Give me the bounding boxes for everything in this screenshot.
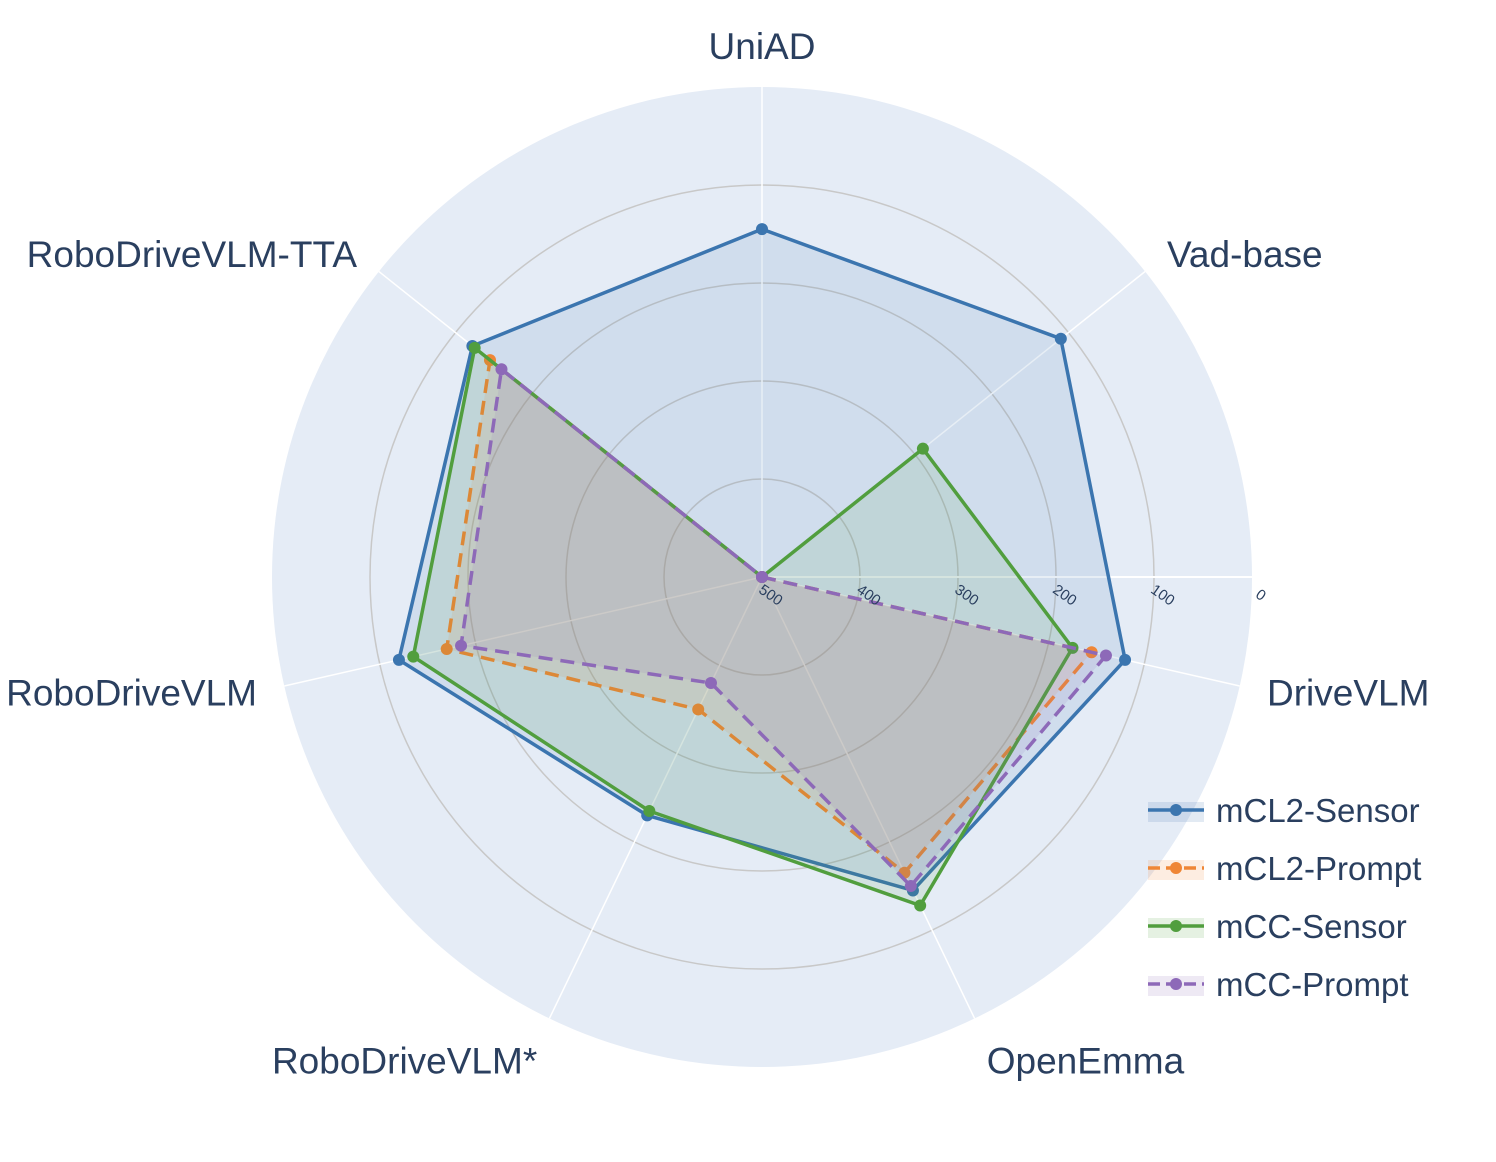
data-point — [1054, 332, 1067, 345]
data-point — [756, 571, 768, 583]
grid-spoke — [548, 576, 763, 1019]
data-point — [392, 653, 405, 666]
data-point — [407, 650, 420, 663]
legend-item[interactable]: mCC-Sensor — [1148, 908, 1407, 945]
data-point — [495, 363, 508, 376]
data-point — [1119, 653, 1132, 666]
category-label: RoboDriveVLM* — [272, 1041, 537, 1082]
data-point — [916, 442, 929, 455]
category-label: UniAD — [709, 26, 816, 67]
series-line — [397, 227, 1127, 893]
category-label: RoboDriveVLM — [6, 672, 257, 713]
legend-swatch-marker — [1170, 920, 1182, 932]
data-point — [643, 804, 656, 817]
category-label: RoboDriveVLM-TTA — [27, 234, 358, 275]
data-point — [1099, 649, 1112, 662]
category-label: DriveVLM — [1267, 672, 1429, 713]
data-point — [468, 341, 481, 354]
series-line — [411, 346, 1075, 908]
category-label: OpenEmma — [987, 1041, 1185, 1082]
legend-swatch-marker — [1170, 862, 1182, 874]
series-fill — [398, 229, 1126, 891]
data-point — [704, 676, 717, 689]
data-point — [440, 642, 453, 655]
legend-label: mCC-Prompt — [1216, 966, 1409, 1003]
category-label: Vad-base — [1167, 234, 1323, 275]
legend-swatch-marker — [1170, 978, 1182, 990]
legend-label: mCC-Sensor — [1216, 908, 1407, 945]
legend[interactable]: mCL2-Sensor mCL2-Prompt mCC-Sensor mCC-Prom… — [1148, 792, 1421, 1003]
legend-item[interactable]: mCC-Prompt — [1148, 966, 1409, 1003]
legend-swatch-marker — [1170, 804, 1182, 816]
data-point — [756, 223, 768, 236]
legend-label: mCL2-Prompt — [1216, 850, 1421, 887]
series-fill — [446, 360, 1092, 873]
series-layer — [392, 223, 1132, 912]
series-fill — [413, 347, 1073, 906]
grid-spoke — [284, 576, 763, 687]
series-fill — [461, 369, 1106, 886]
legend-label: mCL2-Sensor — [1216, 792, 1420, 829]
grid-spoke — [761, 576, 976, 1019]
data-point — [455, 639, 468, 652]
data-point — [904, 880, 917, 893]
legend-item[interactable]: mCL2-Sensor — [1148, 792, 1420, 829]
data-point — [914, 899, 927, 912]
legend-item[interactable]: mCL2-Prompt — [1148, 850, 1421, 887]
radial-tick-label: 0 — [1252, 586, 1269, 605]
data-point — [692, 703, 705, 716]
